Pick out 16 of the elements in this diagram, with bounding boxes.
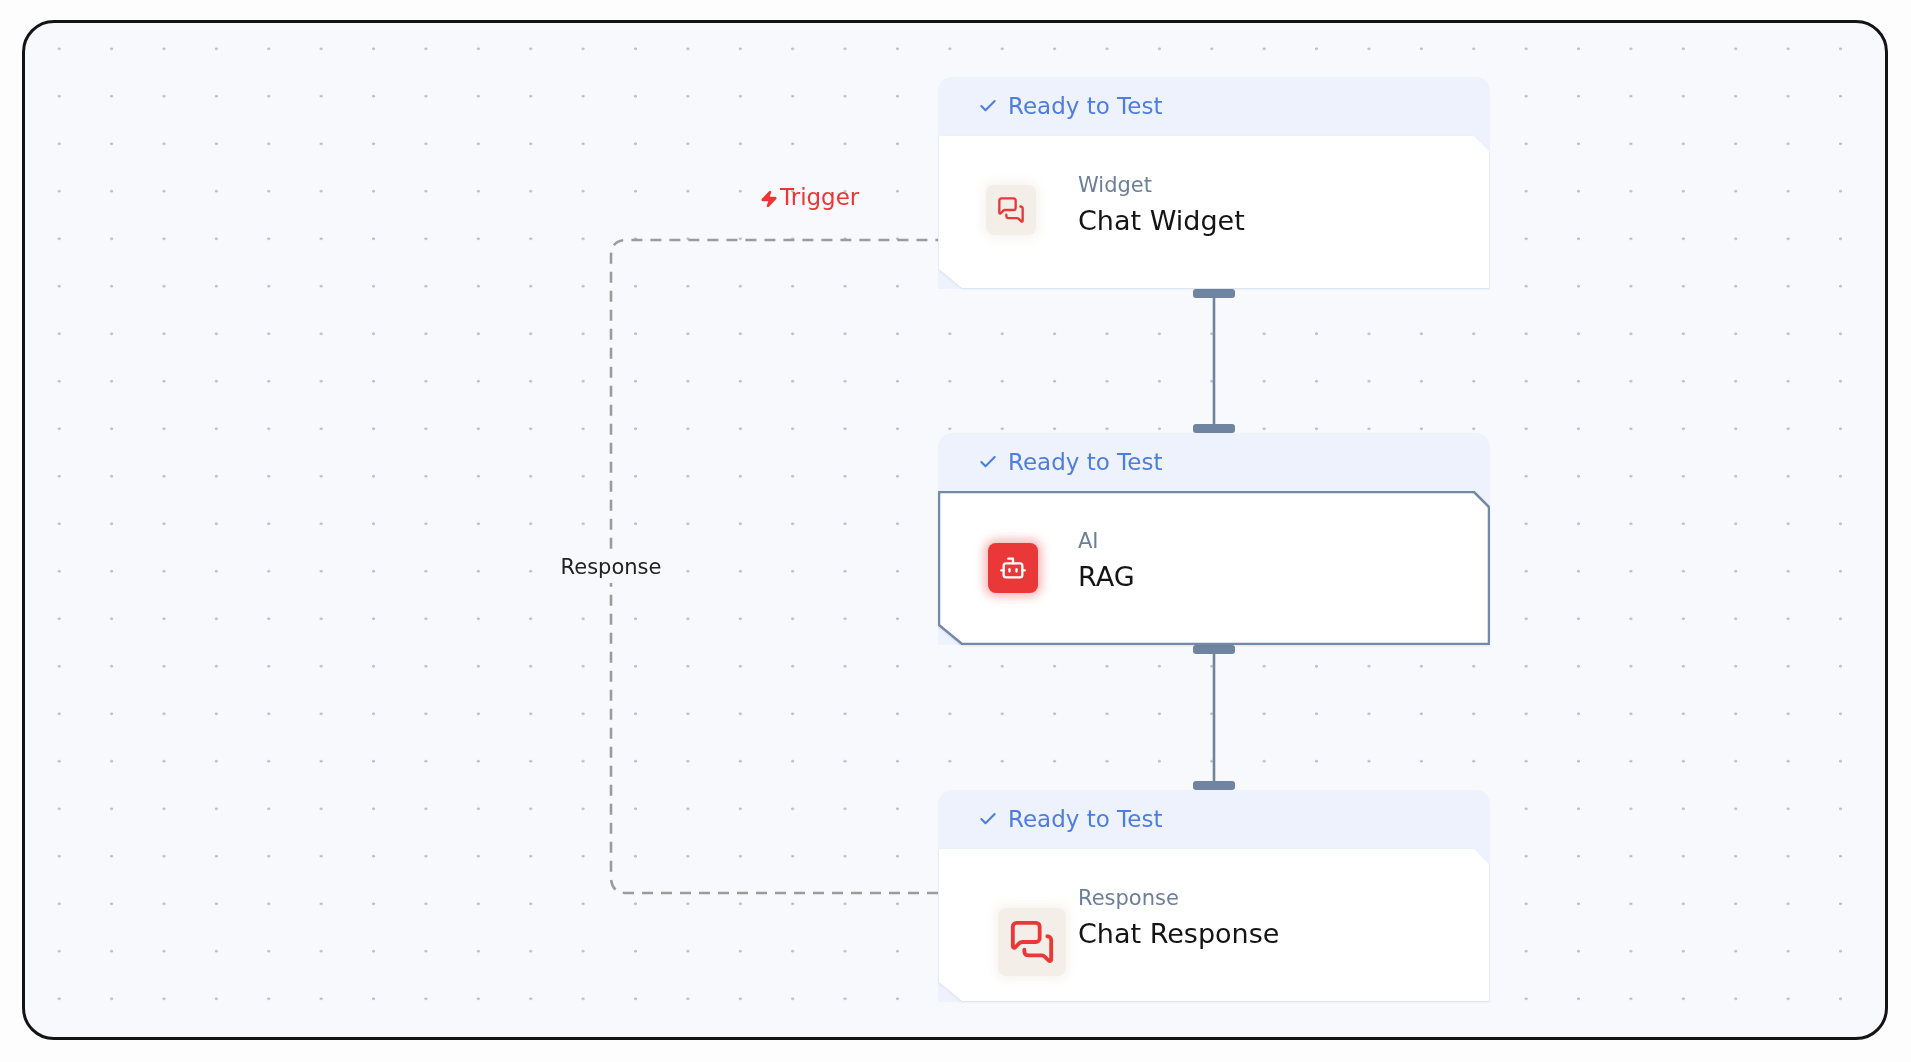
workflow-card (938, 790, 1490, 1002)
status-label: Ready to Test (1008, 806, 1163, 832)
workflow-card (938, 433, 1490, 645)
node-type: AI (1078, 529, 1099, 553)
node-title: Chat Widget (1078, 205, 1245, 236)
connector (1193, 645, 1235, 790)
trigger-label: Trigger (780, 184, 860, 210)
status-label: Ready to Test (1008, 93, 1163, 119)
node-title: Chat Response (1078, 918, 1280, 949)
node-type: Widget (1078, 173, 1152, 197)
status-label: Ready to Test (1008, 449, 1163, 475)
node-type: Response (1078, 886, 1179, 910)
workflow-card (938, 77, 1490, 289)
connector (1193, 289, 1235, 433)
node-title: RAG (1078, 561, 1135, 592)
dashed-connector (609, 238, 938, 895)
